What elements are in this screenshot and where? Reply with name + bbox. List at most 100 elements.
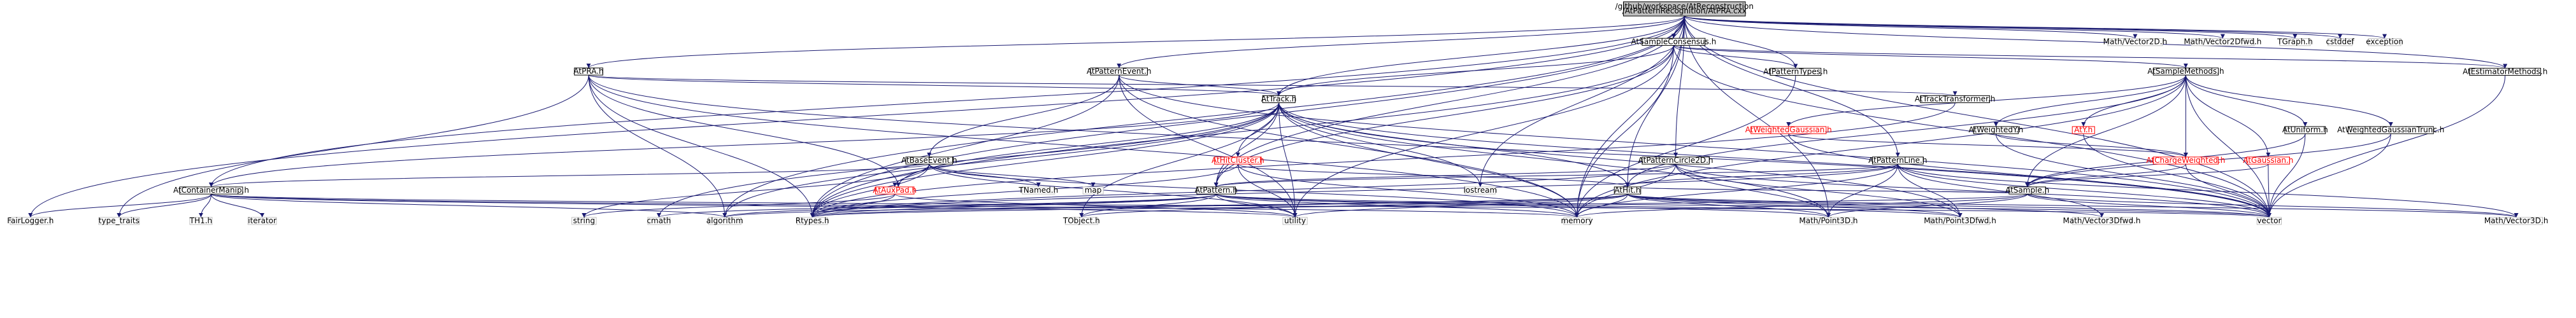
edge-AtHit-to-MathVector3D [1627,193,2519,218]
node-label-cmath: cmath [647,216,671,225]
dependency-nodes: /github/workspace/AtReconstruction/AtPat… [7,1,2548,225]
edge-AtTrack-to-Rtypes [810,102,1280,218]
node-MathPoint3Dfwd: Math/Point3Dfwd.h [1924,216,1996,225]
node-AtWeightedGaussianTrunc[interactable]: AtWeightedGaussianTrunc.h [2337,125,2444,134]
edge-AtY-to-vector [2083,134,2272,218]
node-label-AtTrack: AtTrack.h [1261,94,1297,103]
node-AtWeightedGaussian[interactable]: AtWeightedGaussian.h [1745,125,1832,134]
node-AtUniform[interactable]: AtUniform.h [2282,125,2328,134]
edge-root-to-vector [1684,16,2272,218]
edge-AtHit-to-utility [1292,193,1628,218]
node-box-type_traits [98,217,140,225]
edge-AtPatternEvent-to-memory [1119,75,1580,218]
node-algorithm: algorithm [706,216,743,225]
node-box-cstddef [2327,38,2353,46]
edge-root-to-AtTrack [1277,16,1685,96]
edge-AtSampleConsensus-to-AtSampleMethods [1673,45,2188,69]
edge-AtPatternEvent-to-Rtypes [810,75,1120,218]
edge-AtContainerManip-to-memory [210,193,1579,218]
edge-AtTrack-to-MathPoint3Dfwd [1278,102,1963,218]
node-AtHit[interactable]: AtHit.h [1614,186,1642,195]
edge-AtContainerManip-to-type_traits [117,193,211,218]
node-AtHitCluster[interactable]: AtHitCluster.h [1212,156,1264,165]
node-MathVector2Dfwd: Math/Vector2Dfwd.h [2184,38,2261,46]
edge-AtPattern-to-algorithm [722,193,1217,218]
edge-AtSampleMethods-to-AtSample [2025,75,2186,187]
edge-AtTrack-to-AtContainerManip [209,102,1280,187]
edge-AtPatternTypes-to-memory [1575,75,1796,218]
node-vector: vector [2256,216,2282,225]
node-AtBaseEvent[interactable]: AtBaseEvent.h [901,156,957,165]
edge-AtPRA-to-AtTrack [588,74,1281,96]
node-label-AtPatternCircle2D: AtPatternCircle2D.h [1638,156,1714,165]
node-label-TObject: TObject.h [1063,216,1100,225]
node-box-AtWeightedGaussianTrunc [2347,126,2434,134]
node-AtPattern[interactable]: AtPattern.h [1195,186,1238,195]
edge-AtBaseEvent-to-string [582,163,930,218]
node-label-AtUniform: AtUniform.h [2282,125,2328,134]
node-box-AtSampleMethods [2152,67,2219,76]
edge-AtHitCluster-to-utility [1237,164,1298,218]
node-label-vector: vector [2257,216,2281,225]
node-AtPatternCircle2D[interactable]: AtPatternCircle2D.h [1638,156,1714,165]
node-string: string [571,216,597,225]
node-AtGaussian[interactable]: AtGaussian.h [2243,156,2293,165]
node-AtY[interactable]: AtY.h [2072,125,2095,134]
node-label-AtBaseEvent: AtBaseEvent.h [901,156,957,165]
node-AtPatternEvent[interactable]: AtPatternEvent.h [1087,67,1152,76]
edge-AtContainerManip-to-iterator [210,193,265,218]
node-AtTrackTransformer[interactable]: AtTrackTransformer.h [1915,94,1995,103]
edge-AtPRA-to-AtTrackTransformer [588,74,1957,96]
node-AtChargeWeighted[interactable]: AtChargeWeighted.h [2146,156,2225,165]
node-AtPRA[interactable]: AtPRA.h [573,67,603,76]
edge-root-to-AtPatternLine [1684,16,1900,157]
node-box-map [1082,186,1104,195]
node-box-AtPRA [574,67,603,76]
node-box-cmath [647,217,671,225]
node-box-AtHitCluster [1214,156,1262,165]
node-AtSampleMethods[interactable]: AtSampleMethods.h [2147,67,2224,76]
node-AtSampleConsensus[interactable]: AtSampleConsensus.h [1631,37,1717,46]
node-box-AtAuxPad [875,186,915,195]
node-label-string: string [573,216,595,225]
edge-AtTrack-to-TObject [1079,102,1280,218]
node-label-utility: utility [1284,216,1306,225]
edge-AtSample-to-MathPoint3D [1826,193,2028,218]
edge-AtSampleMethods-to-AtY [2081,75,2186,127]
node-box-exception [2368,38,2401,46]
node-label-Rtypes: Rtypes.h [796,216,829,225]
node-root[interactable]: /github/workspace/AtReconstruction/AtPat… [1615,1,1754,17]
node-AtTrack[interactable]: AtTrack.h [1261,94,1297,103]
node-AtEstimatorMethods[interactable]: AtEstimatorMethods.h [2463,67,2547,76]
edge-AtSample-to-MathVector3D [2027,193,2519,218]
node-AtWeightedY[interactable]: AtWeightedY.h [1969,125,2024,134]
edge-AtTrackTransformer-to-Rtypes [810,102,1956,218]
edge-AtContainerManip-to-utility [210,193,1297,218]
edge-AtTrack-to-cmath [657,102,1280,218]
node-exception: exception [2366,38,2403,46]
edge-AtSampleMethods-to-memory [1575,75,2186,218]
edge-AtSampleConsensus-to-AtEstimatorMethods [1673,45,2507,69]
node-box-TObject [1064,217,1098,225]
node-AtAuxPad[interactable]: AtAuxPad.h [873,186,917,195]
edge-AtEstimatorMethods-to-vector [2266,75,2506,218]
node-box-AtGaussian [2246,156,2290,165]
node-AtPatternTypes[interactable]: AtPatternTypes.h [1763,67,1828,76]
node-label-AtWeightedGaussianTrunc: AtWeightedGaussianTrunc.h [2337,125,2444,134]
node-label-AtGaussian: AtGaussian.h [2243,156,2293,165]
edge-AtPatternEvent-to-AtTrack [1119,74,1282,96]
edge-AtPattern-to-cmath [657,193,1217,218]
node-box-TNamed [1022,186,1055,195]
edge-AtSampleMethods-to-vector [2185,75,2272,218]
node-TObject: TObject.h [1063,216,1100,225]
node-box-AtSample [2008,186,2046,195]
node-label-AtContainerManip: AtContainerManip.h [173,186,249,195]
node-type_traits: type_traits [98,216,140,225]
node-AtPatternLine[interactable]: AtPatternLine.h [1868,156,1927,165]
node-cmath: cmath [647,216,671,225]
node-AtSample[interactable]: AtSample.h [2005,186,2049,195]
edge-AtChargeWeighted-to-AtSample [2025,163,2186,188]
edge-AtGaussian-to-vector [2266,164,2272,218]
node-AtContainerManip[interactable]: AtContainerManip.h [173,186,249,195]
edge-root-to-MathVector2Dfwd [1684,15,2225,39]
